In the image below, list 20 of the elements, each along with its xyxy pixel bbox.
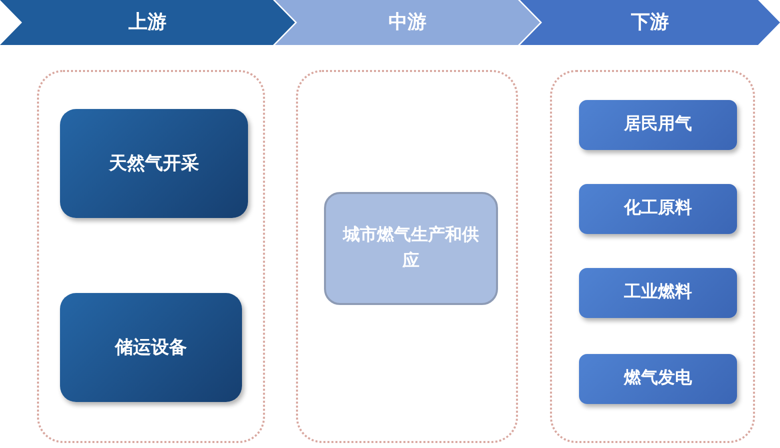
- process-box: [60, 293, 242, 402]
- group-frame: [37, 70, 265, 443]
- stage-label: 中游: [388, 10, 428, 36]
- process-box: [60, 109, 248, 218]
- box-label: 城市燃气生产和供应: [342, 224, 480, 272]
- process-box: [579, 354, 737, 404]
- process-box: [579, 100, 737, 150]
- stage-label: 下游: [630, 10, 670, 36]
- box-label: 化工原料: [622, 197, 693, 220]
- box-label: 天然气开采: [108, 152, 200, 176]
- group-frame: [550, 70, 755, 443]
- process-box: [579, 184, 737, 234]
- process-box: [579, 268, 737, 318]
- box-label: 燃气发电: [622, 367, 693, 390]
- group-frame: [296, 70, 518, 443]
- stage-label: 上游: [128, 10, 168, 36]
- process-box: [324, 192, 498, 305]
- box-label: 储运设备: [114, 336, 188, 360]
- box-label: 工业燃料: [623, 281, 693, 304]
- box-label: 居民用气: [622, 113, 693, 136]
